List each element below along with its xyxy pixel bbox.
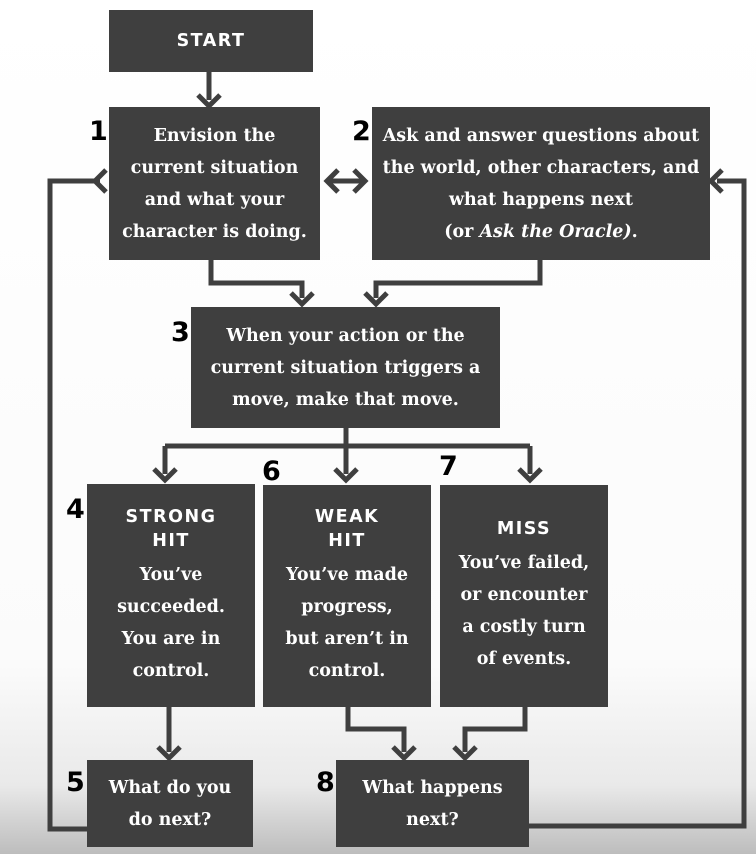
step-1-text: Envision the current situation and what …: [122, 125, 307, 242]
loop-8-to-2: [529, 178, 747, 829]
arrow-3-branch: [165, 428, 530, 449]
step-4-strong-hit-box: STRONG HIT You’ve succeeded. You are in …: [87, 484, 255, 707]
arrow-2-to-3: [373, 260, 543, 298]
step-3-text: When your action or the current situatio…: [210, 325, 481, 410]
arrow-6-to-8: [345, 707, 407, 752]
step-4-number: 4: [66, 494, 85, 525]
step-8-number: 8: [316, 767, 335, 798]
arrow-1-to-3: [208, 260, 305, 298]
start-label: START: [176, 31, 246, 51]
step-2-text-italic: Ask the Oracle): [479, 221, 632, 242]
step-8-text: What happens next?: [362, 777, 503, 830]
step-8-what-happens-box: What happens next?: [336, 760, 529, 847]
step-7-number: 7: [439, 451, 458, 482]
weak-hit-text: You’ve made progress, but aren’t in cont…: [285, 565, 409, 681]
weak-hit-heading: WEAK HIT: [314, 507, 380, 551]
miss-heading: MISS: [496, 519, 552, 539]
step-2-text-main: Ask and answer questions about the world…: [382, 125, 700, 242]
miss-text: You’ve failed, or encounter a costly tur…: [458, 553, 590, 669]
step-5-number: 5: [66, 767, 85, 798]
strong-hit-heading: STRONG HIT: [125, 506, 217, 551]
step-6-number: 6: [262, 456, 281, 487]
step-2-ask-questions-box: Ask and answer questions about the world…: [372, 107, 710, 260]
loop-5-to-1: [47, 178, 100, 832]
step-7-miss-box: MISS You’ve failed, or encounter a costl…: [440, 485, 608, 707]
step-1-envision-box: Envision the current situation and what …: [109, 107, 320, 260]
step-6-weak-hit-box: WEAK HIT You’ve made progress, but aren’…: [263, 485, 431, 707]
step-3-make-move-box: When your action or the current situatio…: [191, 307, 500, 428]
step-1-number: 1: [89, 116, 108, 147]
start-box: START: [109, 10, 313, 72]
step-2-number: 2: [352, 116, 371, 147]
step-5-text: What do you do next?: [108, 777, 232, 830]
step-3-number: 3: [171, 317, 190, 348]
step-2-text-end: .: [631, 221, 638, 242]
strong-hit-text: You’ve succeeded. You are in control.: [117, 564, 225, 681]
step-2-text: Ask and answer questions about the world…: [383, 120, 700, 248]
step-5-what-next-box: What do you do next?: [87, 760, 253, 847]
arrow-7-to-8: [462, 707, 528, 752]
